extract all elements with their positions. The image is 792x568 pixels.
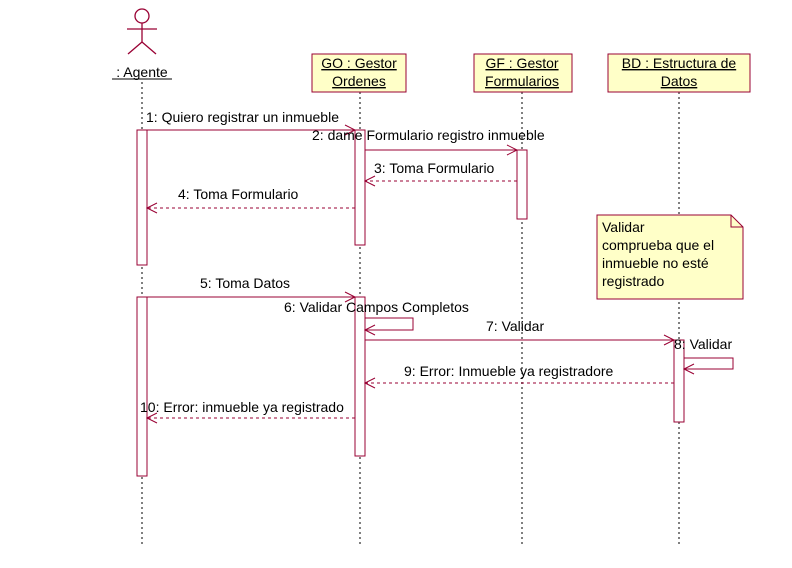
note-box (596, 214, 744, 300)
message-10-arrowhead (145, 412, 158, 424)
participant-gestor-formularios (473, 53, 573, 93)
message-4-label: 4: Toma Formulario (178, 186, 299, 202)
participant-estructura-datos-line1: BD : Estructura de (622, 55, 737, 71)
participant-gestor-ordenes (311, 53, 407, 93)
message-1-label: 1: Quiero registrar un inmueble (146, 109, 339, 125)
activation-estructura-datos (673, 339, 685, 423)
message-6-arrow (365, 317, 414, 331)
message-3-label: 3: Toma Formulario (374, 160, 495, 176)
message-6-label: 6: Validar Campos Completos (284, 299, 469, 315)
message-1-arrowhead (344, 124, 357, 136)
message-5-arrowhead (344, 291, 357, 303)
participant-gestor-ordenes-line2: Ordenes (332, 73, 386, 89)
actor-agente-icon (127, 8, 157, 55)
note-line-4: registrado (602, 273, 664, 289)
message-9-arrowhead (363, 377, 376, 389)
activation-gestor-ordenes-1 (354, 129, 366, 246)
message-10-label: 10: Error: inmueble ya registrado (140, 399, 344, 415)
message-8-arrow (684, 357, 734, 370)
message-2-label: 2: dame Formulario registro inmueble (312, 127, 545, 143)
participant-gestor-ordenes-line1: GO : Gestor (321, 55, 397, 71)
message-5-label: 5: Toma Datos (200, 275, 290, 291)
participant-gestor-formularios-line1: GF : Gestor (485, 55, 558, 71)
participant-gestor-formularios-line2: Formularios (485, 73, 559, 89)
message-8-label: 8: Validar (674, 336, 732, 352)
message-3-arrowhead (363, 175, 376, 187)
activation-agente-1 (136, 129, 148, 266)
message-2-arrowhead (506, 144, 519, 156)
note-fold (730, 215, 743, 228)
participant-estructura-datos-line2: Datos (661, 73, 698, 89)
activation-gestor-ordenes-2 (354, 296, 366, 457)
message-9-label: 9: Error: Inmueble ya registradore (404, 363, 614, 379)
activation-gestor-formularios (516, 149, 528, 220)
activation-agente-2 (136, 296, 148, 477)
note-line-2: comprueba que el (602, 237, 714, 253)
message-7-arrowhead (663, 334, 676, 346)
message-4-arrowhead (145, 202, 158, 214)
message-7-label: 7: Validar (486, 318, 544, 334)
note-line-1: Validar (602, 219, 645, 235)
participant-estructura-datos (607, 53, 751, 93)
note-line-3: inmueble no esté (602, 255, 709, 271)
actor-agente-label: : Agente (116, 64, 168, 80)
message-8-arrowhead (682, 363, 695, 375)
message-6-arrowhead (363, 324, 376, 336)
